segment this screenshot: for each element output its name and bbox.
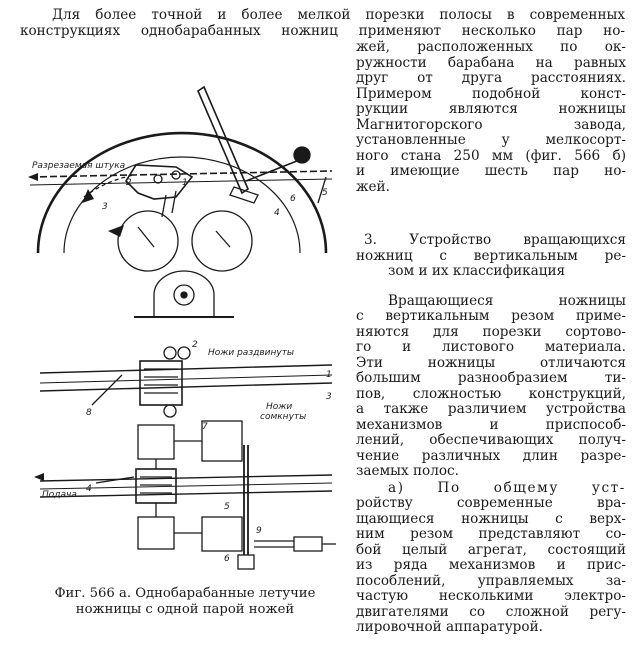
- gear-left: [117, 210, 179, 272]
- right-column: жей, расположенных по ок- ружности бараб…: [356, 39, 626, 636]
- text-line: конструкциях однобарабанных ножниц приме…: [20, 22, 625, 39]
- callout-number: 7: [202, 422, 208, 432]
- knives-closed-label-2: сомкнуты: [260, 412, 306, 422]
- text-line: с вертикальным резом приме-: [356, 308, 626, 324]
- text-line: и имеющие шесть пар но-: [356, 163, 626, 179]
- text-line: Магнитогорского завода,: [356, 116, 626, 133]
- text-line: большим разнообразием ти-: [356, 370, 626, 386]
- text-line: лений, обеспечивающих получ-: [356, 432, 626, 448]
- callout-number: 1: [182, 178, 188, 188]
- callout-number: 5: [322, 188, 328, 198]
- callout-number: 8: [86, 408, 92, 418]
- text-line: 3. Устройство вращающихся: [364, 232, 626, 248]
- text-line: го и листового материала.: [356, 339, 626, 355]
- callout-number: 3: [102, 202, 108, 212]
- text-line: няются для порезки сортово-: [356, 323, 626, 340]
- text-line: лировочной аппаратурой.: [356, 619, 543, 635]
- text-line: ройству современные вра-: [356, 495, 626, 511]
- rotating-shears-paragraph: Вращающиеся ножницы с вертикальным резом…: [356, 292, 626, 480]
- text-line: ного стана 250 мм (фиг. 566 б): [356, 147, 626, 164]
- callout-number: 4: [86, 484, 92, 494]
- text-line: ружности барабана на равных: [356, 54, 626, 71]
- callout-number: 4: [274, 208, 280, 218]
- callout-number: 6: [224, 554, 230, 564]
- callout-number: 2: [192, 340, 198, 350]
- callout-number: 6: [290, 194, 296, 204]
- lever: [197, 85, 249, 195]
- caption-line-2: ножницы с одной парой ножей: [75, 601, 295, 617]
- feed-label: Подача: [42, 490, 77, 500]
- bearing: [153, 270, 215, 318]
- text-line: а) По общему уст-: [388, 479, 626, 496]
- paragraph-continuation: жей, расположенных по ок- ружности бараб…: [356, 39, 626, 195]
- drum-outer-arc: [36, 131, 328, 254]
- text-line: установленные у мелкосорт-: [356, 132, 626, 148]
- text-line: ним резом представляют со-: [356, 526, 626, 542]
- intro-paragraph: Для более точной и более мелкой порезки …: [20, 7, 625, 39]
- strip-line: [29, 170, 333, 178]
- text-line: жей, расположенных по ок-: [356, 39, 626, 55]
- text-line: заемых полос.: [356, 463, 459, 479]
- rotation-arrow-head: [82, 189, 94, 203]
- text-line: частую несколькими электро-: [356, 588, 626, 604]
- callout-number: 9: [256, 526, 262, 536]
- callout-number: 5: [224, 502, 230, 512]
- caption-line-1: Фиг. 566 а. Однобарабанные летучие: [54, 586, 316, 601]
- callout-number: 2: [126, 178, 132, 188]
- text-line: щающиеся ножницы с верх-: [356, 510, 626, 527]
- text-line: пособлений, управляемых за-: [356, 572, 626, 589]
- text-line: механизмов и приспособ-: [356, 416, 626, 433]
- text-line: рукции являются ножницы: [356, 101, 626, 117]
- text-line: из ряда механизмов и прис-: [356, 557, 626, 573]
- text-line: пов, сложностью конструкций,: [356, 385, 626, 402]
- shears-figure: Разрезаемая штука Ножи раздвинуты Ножи с…: [28, 85, 336, 570]
- text-line: Вращающиеся ножницы: [388, 292, 626, 309]
- general-design-paragraph: а) По общему уст- ройству современные вр…: [356, 479, 626, 636]
- callout-number: 3: [326, 392, 332, 402]
- text-line: зом и их классификация: [388, 263, 566, 279]
- drum-inner-arc: [63, 156, 301, 254]
- section-heading: 3. Устройство вращающихся ножниц с верти…: [356, 232, 626, 280]
- drum-rotation-arrow: [108, 225, 124, 237]
- knives-closed-label-1: Ножи: [266, 402, 292, 412]
- feed-arrow-top: [28, 173, 38, 181]
- text-line: ножниц с вертикальным ре-: [356, 247, 626, 264]
- text-line: чение различных длин разре-: [356, 447, 626, 464]
- text-line: двигателями со сложной регу-: [356, 603, 626, 620]
- text-line: жей.: [356, 178, 390, 195]
- strip-label: Разрезаемая штука: [32, 161, 125, 171]
- text-line: Примером подобной конст-: [356, 85, 626, 102]
- text-line: Эти ножницы отличаются: [356, 354, 626, 371]
- text-line: а также различием устройства: [356, 401, 626, 417]
- callout-number: 1: [326, 370, 332, 380]
- knives-open-label: Ножи раздвинуты: [208, 348, 294, 358]
- gear-right: [191, 210, 253, 272]
- figure-caption: Фиг. 566 а. Однобарабанные летучие ножни…: [26, 586, 344, 617]
- text-line: Для более точной и более мелкой порезки …: [52, 7, 625, 23]
- feed-arrow-bottom: [34, 473, 44, 481]
- text-line: друг от друга расстояниях.: [356, 70, 626, 86]
- text-line: бой целый агрегат, состоящий: [356, 541, 626, 558]
